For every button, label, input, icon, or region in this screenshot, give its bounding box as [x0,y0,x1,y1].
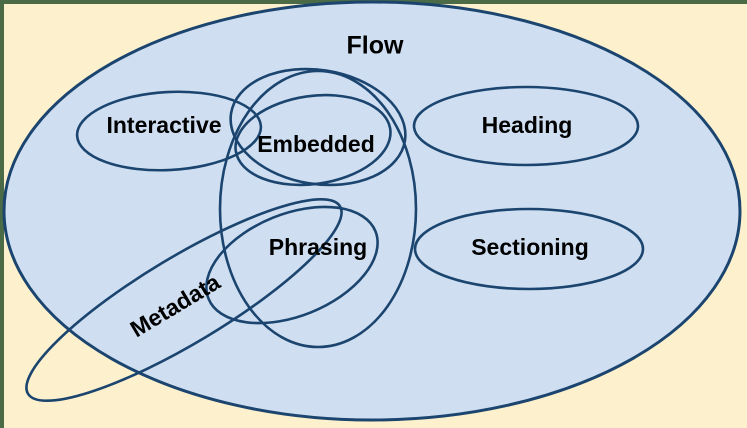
set-group-interactive [75,87,263,175]
set-group-phrasing [189,184,394,346]
set-label-interactive: Interactive [106,112,221,138]
set-group-embedded [230,86,397,195]
set-group-metadata [6,169,362,428]
set-group-embedded-outer [222,57,414,197]
set-ellipse-phrasing[interactable] [189,184,394,346]
set-ellipse-heading[interactable] [412,85,640,167]
set-ellipse-embedded[interactable] [230,86,397,195]
page-border-left [0,0,4,428]
set-label-heading: Heading [482,112,573,138]
set-label-flow: Flow [347,32,404,60]
set-label-phrasing: Phrasing [269,234,367,260]
set-label-sectioning: Sectioning [471,234,589,260]
set-ellipse-embedded-outer[interactable] [222,57,414,197]
set-ellipse-interactive[interactable] [75,87,263,175]
set-ellipse-phrasing-outer[interactable] [218,69,418,349]
set-ellipse-sectioning[interactable] [413,207,645,291]
set-ellipse-metadata[interactable] [6,169,362,428]
set-ellipse-flow[interactable] [2,0,742,422]
set-label-embedded: Embedded [257,131,375,157]
